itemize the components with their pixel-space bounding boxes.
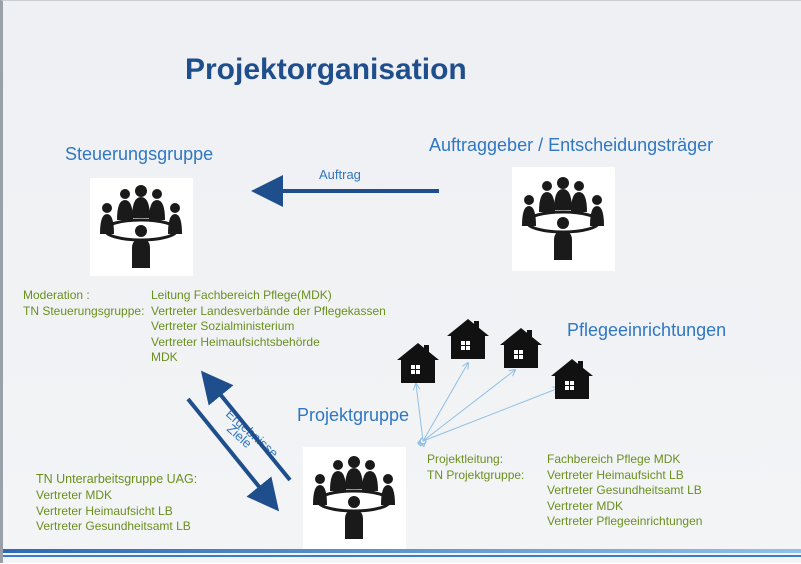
connector-layer [186, 175, 593, 512]
list-item: Fachbereich Pflege MDK [547, 452, 681, 466]
auftrag-label: Auftrag [319, 167, 361, 182]
projektgruppe-meeting-icon [303, 447, 406, 549]
tn-steuerungsgruppe-label: TN Steuerungsgruppe: [23, 303, 145, 318]
projektgruppe-members: Fachbereich Pflege MDK Vertreter Heimauf… [547, 452, 702, 530]
ergebnisse-arrow [200, 370, 292, 482]
list-item: Vertreter Pflegeeinrichtungen [547, 514, 703, 528]
page-title: Projektorganisation [185, 53, 467, 86]
list-item: Vertreter MDK [547, 498, 624, 513]
tn-projektgruppe-label: TN Projektgruppe: [427, 467, 525, 482]
house-icon [500, 328, 542, 368]
footer-accent-line [3, 549, 801, 553]
list-item: Leitung Fachbereich Pflege(MDK) [151, 288, 332, 302]
list-item: Vertreter Heimaufsicht LB [36, 503, 173, 518]
pflegeeinrichtungen-heading: Pflegeeinrichtungen [567, 320, 727, 340]
moderation-label: Moderation : [23, 288, 90, 302]
house-icon [397, 343, 439, 383]
steuerungsgruppe-heading: Steuerungsgruppe [65, 144, 214, 164]
steuerungsgruppe-members: Leitung Fachbereich Pflege(MDK) Vertrete… [151, 288, 386, 366]
uag-members: Vertreter MDK Vertreter Heimaufsicht LB … [36, 488, 191, 535]
list-item: Vertreter Landesverbände der Pflegekasse… [151, 303, 386, 318]
uag-heading: TN Unterarbeitsgruppe UAG: [36, 472, 198, 486]
auftraggeber-heading: Auftraggeber / Entscheidungsträger [429, 135, 714, 155]
list-item: MDK [151, 350, 178, 364]
list-item: Vertreter Gesundheitsamt LB [547, 483, 702, 497]
ziele-arrow [186, 397, 280, 512]
steuerungsgruppe-labels: Moderation : TN Steuerungsgruppe: [23, 288, 144, 319]
projektgruppe-labels: Projektleitung: TN Projektgruppe: [427, 452, 524, 483]
list-item: Vertreter Heimaufsicht LB [547, 467, 684, 482]
footer-line [3, 555, 801, 557]
auftraggeber-meeting-icon [512, 167, 615, 271]
house-icon [551, 359, 593, 399]
house-icon [447, 319, 489, 359]
list-item: Vertreter Sozialministerium [151, 319, 295, 333]
list-item: Vertreter Heimaufsichtsbehörde [151, 334, 320, 349]
projektgruppe-heading: Projektgruppe [297, 405, 410, 425]
steuerungsgruppe-meeting-icon [90, 178, 193, 276]
projektleitung-label: Projektleitung: [427, 452, 504, 466]
list-item: Vertreter MDK [36, 488, 113, 502]
pflegeeinrichtungen-connectors [416, 363, 559, 441]
list-item: Vertreter Gesundheitsamt LB [36, 519, 191, 533]
